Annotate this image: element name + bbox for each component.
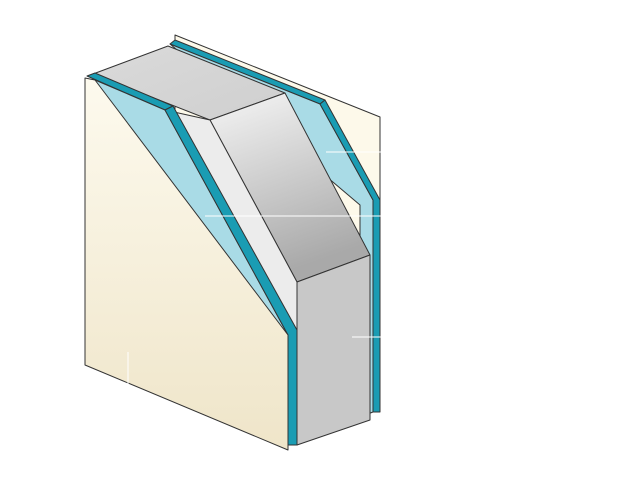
front-panel	[84, 77, 289, 451]
back-board	[169, 39, 381, 418]
callout-lines	[127, 151, 382, 385]
insulation-core-front	[296, 254, 371, 446]
